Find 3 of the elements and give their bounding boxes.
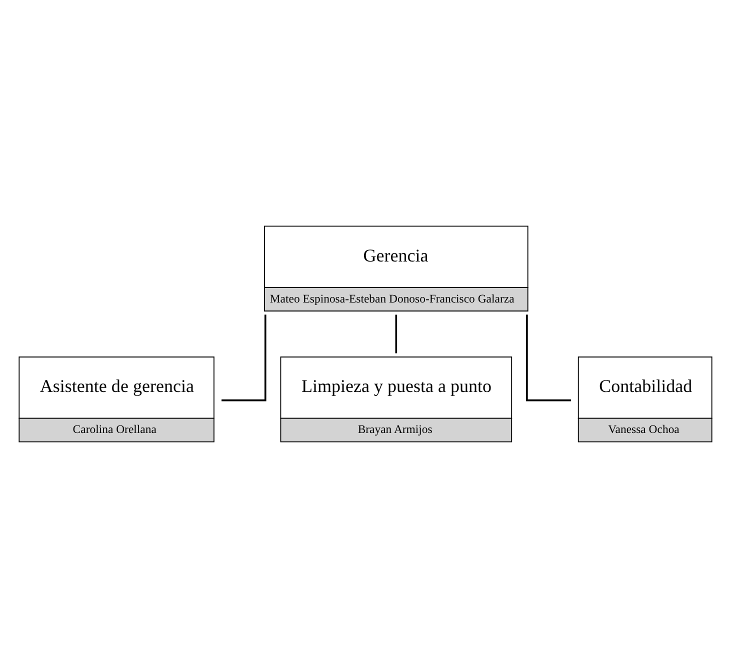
connector: [222, 314, 266, 401]
connector: [395, 314, 398, 353]
connector: [526, 314, 571, 401]
